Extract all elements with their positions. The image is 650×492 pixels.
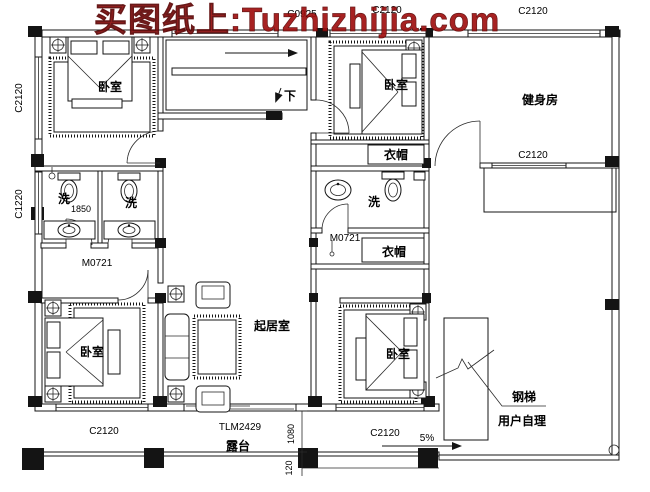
stair-direction-label: 下: [284, 89, 296, 103]
window-label: C0925: [287, 9, 317, 20]
bed-bench: [71, 98, 123, 109]
window-label: C2120: [518, 6, 548, 17]
room-label-wash: 洗: [58, 191, 70, 206]
window-label: C2120: [518, 150, 548, 161]
steel-stair-note: 用户自理: [497, 413, 546, 428]
pillow: [102, 40, 130, 55]
cloakroom-cabinets: [329, 144, 425, 263]
window-label: C1220: [14, 189, 25, 219]
labels: C0925 C2120 C2120 C2120 C1220 卧室 下 卧室 衣帽…: [14, 5, 558, 476]
pillow: [70, 40, 98, 55]
leader-line: [467, 361, 546, 407]
handle-symbol: [608, 444, 620, 456]
door-label: M0721: [330, 233, 361, 244]
door-label: M0721: [82, 258, 113, 269]
room-label-bedroom: 卧室: [386, 346, 410, 361]
bed-bench: [349, 63, 361, 109]
steel-stair-label: 钢梯: [512, 389, 536, 404]
room-label-bedroom: 卧室: [384, 77, 408, 92]
room-label-gym: 健身房: [522, 92, 558, 107]
bedroom-top-mid-furniture: [328, 39, 424, 140]
slope-label: 5%: [420, 433, 435, 444]
armchair: [195, 385, 231, 413]
window-label: C2120: [14, 83, 25, 113]
pillow: [403, 349, 418, 379]
pillow: [403, 317, 418, 347]
pillow: [46, 351, 61, 379]
sofa: [164, 313, 190, 381]
room-label-cloakroom: 衣帽: [384, 147, 408, 162]
window-label: C2120: [372, 5, 402, 16]
bedroom-top-left-furniture: [48, 36, 156, 138]
bed-bench: [107, 329, 121, 375]
window-label: C2120: [370, 428, 400, 439]
coffee-table: [197, 319, 237, 375]
room-label-living: 起居室: [253, 318, 290, 333]
steel-staircase: [435, 317, 546, 441]
room-label-bedroom: 卧室: [98, 79, 122, 94]
room-label-cloakroom: 衣帽: [382, 244, 406, 259]
room-label-wash: 洗: [125, 195, 137, 210]
pillow: [401, 81, 417, 107]
bedroom-bottom-left-furniture: [44, 299, 146, 404]
watermark-text: 买图纸上:Tuzhizhijia.com: [94, 1, 500, 38]
room-label-terrace: 露台: [226, 438, 250, 453]
dimension-label: 1080: [286, 424, 296, 444]
dimension-label: 1850: [71, 204, 91, 214]
living-room-furniture: [164, 281, 242, 413]
wall-fixture: [413, 171, 426, 181]
pillow: [401, 53, 417, 79]
dimension-label: 120: [284, 460, 294, 475]
pillow: [46, 321, 61, 349]
window-label: C2120: [89, 426, 119, 437]
door-label: TLM2429: [219, 422, 262, 433]
drain-symbol: [48, 172, 56, 180]
bathroom-fixtures: [43, 167, 426, 240]
room-label-wash: 洗: [368, 194, 380, 209]
bed-bench: [355, 337, 367, 381]
room-label-bedroom: 卧室: [80, 344, 104, 359]
staircase-top: [165, 39, 308, 111]
structural-columns: [22, 26, 619, 470]
dimension-marks: [297, 410, 462, 476]
windows: [34, 29, 601, 412]
bedroom-bottom-mid-furniture: [338, 303, 427, 404]
staircase-gym: [483, 167, 617, 213]
armchair: [195, 281, 231, 309]
